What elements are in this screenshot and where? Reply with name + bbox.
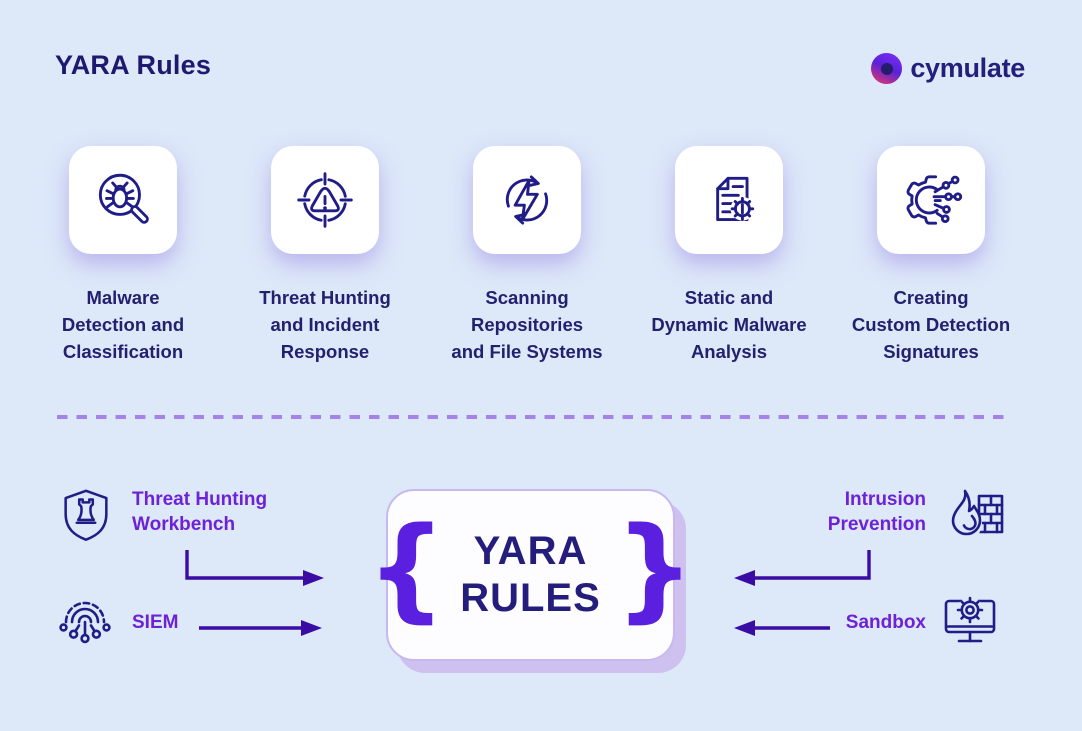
intrusion-prevention-label: Intrusion Prevention bbox=[827, 489, 926, 536]
capability-card bbox=[69, 146, 177, 254]
page-title: YARA Rules bbox=[55, 50, 212, 80]
document-bug-icon bbox=[716, 176, 755, 222]
workbench-arrow bbox=[185, 550, 324, 586]
siem-label: SIEM bbox=[132, 612, 179, 633]
dashed-divider bbox=[57, 415, 1012, 419]
sync-lightning-icon bbox=[505, 175, 549, 225]
brand-logo: cymulate bbox=[871, 53, 1025, 84]
capability-malware-detection: Malware Detection and Classification bbox=[22, 146, 224, 366]
sandbox-arrow bbox=[734, 620, 830, 636]
capability-label: Scanning Repositories and File Systems bbox=[451, 287, 603, 363]
sandbox-label: Sandbox bbox=[845, 612, 926, 633]
cymulate-logo-icon bbox=[871, 53, 903, 84]
firewall-icon bbox=[943, 480, 1011, 550]
target-alert-icon bbox=[297, 172, 353, 228]
capability-card bbox=[877, 146, 985, 254]
yara-rules-title: YARA RULES bbox=[460, 528, 601, 620]
capability-card bbox=[473, 146, 581, 254]
capabilities-row: Malware Detection and Classification Thr… bbox=[22, 146, 1032, 366]
yara-rules-box: { YARA RULES } bbox=[366, 489, 695, 661]
gear-circuit-icon bbox=[906, 175, 963, 225]
capability-signatures: Creating Custom Detection Signatures bbox=[830, 146, 1032, 366]
brace-left: { bbox=[366, 504, 447, 635]
capability-label: Static and Dynamic Malware Analysis bbox=[651, 287, 807, 363]
capability-card bbox=[271, 146, 379, 254]
capability-scanning: Scanning Repositories and File Systems bbox=[426, 146, 628, 366]
capability-card bbox=[675, 146, 783, 254]
flow-section: Threat Hunting Workbench SIEM { bbox=[0, 440, 1082, 731]
brace-right: } bbox=[614, 504, 695, 635]
capability-static-dynamic: Static and Dynamic Malware Analysis bbox=[628, 146, 830, 366]
capability-label: Malware Detection and Classification bbox=[61, 287, 185, 363]
capability-label: Threat Hunting and Incident Response bbox=[259, 287, 391, 363]
bug-magnifier-icon bbox=[98, 173, 149, 224]
shield-rook-icon bbox=[55, 482, 117, 548]
sandbox-monitor-icon bbox=[933, 588, 1007, 660]
siem-circuit-icon bbox=[52, 586, 118, 650]
brand-name: cymulate bbox=[910, 53, 1025, 83]
capability-label: Creating Custom Detection Signatures bbox=[851, 287, 1011, 363]
threat-hunting-workbench-label: Threat Hunting Workbench bbox=[132, 489, 268, 536]
siem-arrow bbox=[199, 620, 322, 636]
capability-threat-hunting: Threat Hunting and Incident Response bbox=[224, 146, 426, 366]
intrusion-arrow bbox=[734, 550, 871, 586]
